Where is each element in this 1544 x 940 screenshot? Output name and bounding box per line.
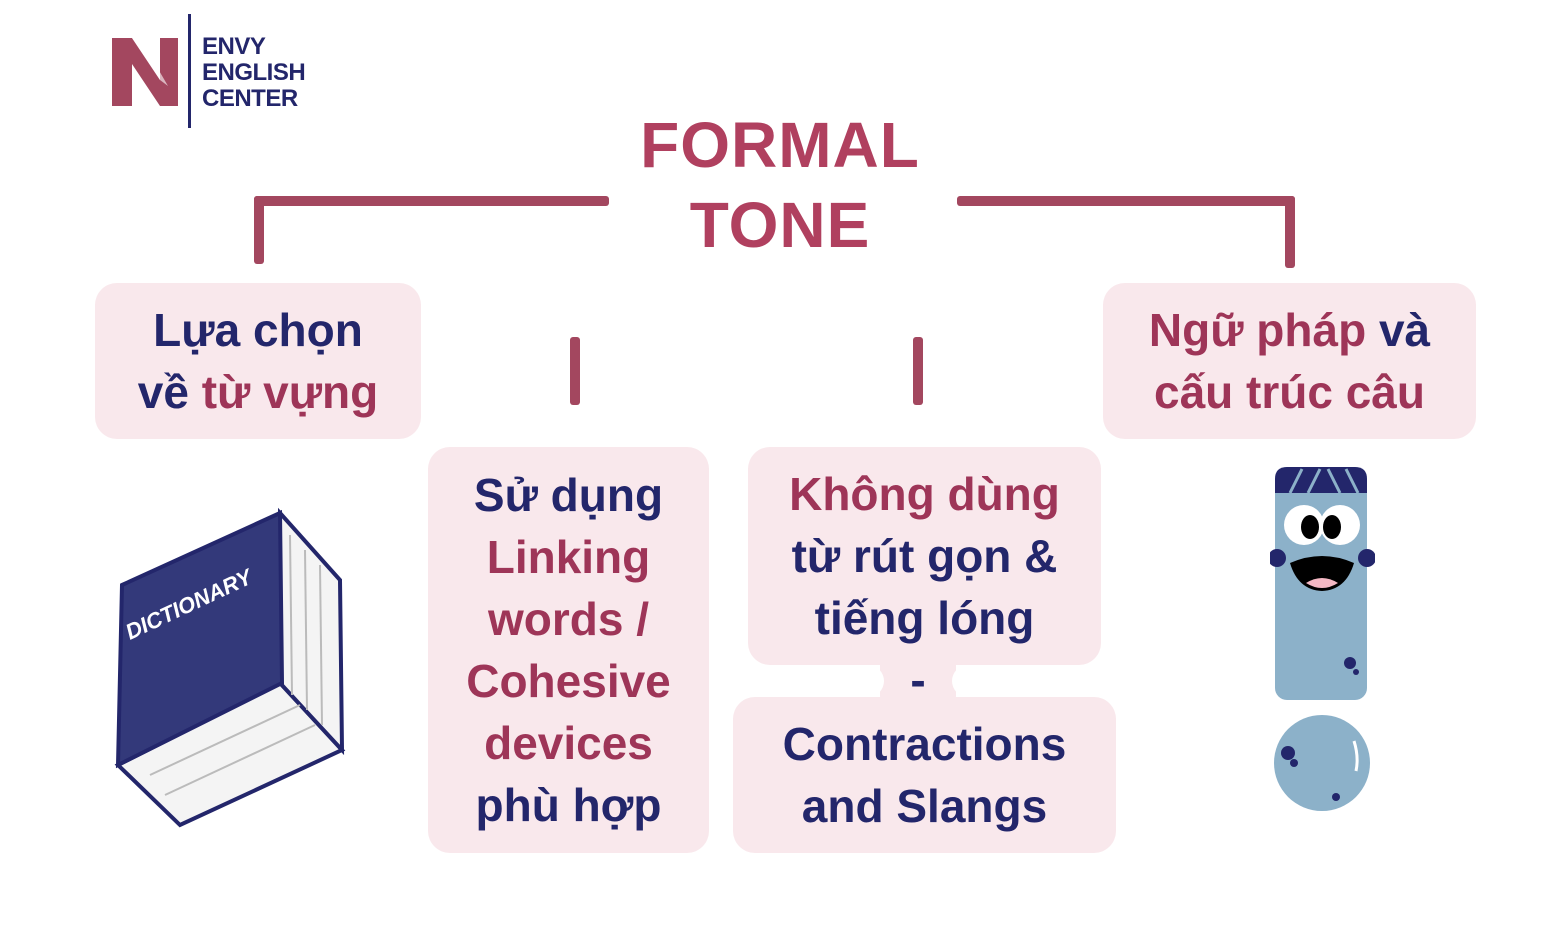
box-vocabulary: Lựa chọn về từ vựng — [95, 283, 421, 439]
separator-notch-right — [952, 665, 974, 697]
box-text: Contractions — [782, 718, 1067, 770]
box-text: Lựa chọn — [153, 304, 363, 356]
box-text: Cohesive — [466, 655, 671, 707]
box-text: về — [137, 366, 202, 418]
connector-right-vertical — [1285, 196, 1295, 268]
box-text: và — [1378, 304, 1431, 356]
separator-notch-left — [862, 665, 884, 697]
exclamation-monster-icon — [1270, 467, 1375, 811]
box-linking-words: Sử dụng Linking words / Cohesive devices… — [428, 447, 709, 853]
box-text: từ rút gọn & — [791, 530, 1058, 582]
connector-linking — [570, 337, 580, 405]
logo-divider — [188, 14, 191, 128]
logo-line: ENVY — [202, 33, 266, 60]
box-text: phù hợp — [475, 779, 662, 831]
box-contractions-slangs: Contractions and Slangs — [733, 697, 1116, 853]
box-text: words / — [487, 593, 650, 645]
box-no-contractions: Không dùng từ rút gọn & tiếng lóng — [748, 447, 1101, 665]
box-text: and Slangs — [801, 780, 1048, 832]
connector-right-horizontal — [957, 196, 1295, 206]
box-text: từ vựng — [201, 366, 379, 418]
title-line-2: TONE — [689, 189, 871, 261]
logo-text: ENVY ENGLISH CENTER — [202, 33, 306, 112]
box-text: cấu trúc câu — [1154, 366, 1425, 418]
title-line-1: FORMAL — [640, 109, 920, 181]
box-text: Ngữ pháp — [1148, 304, 1379, 356]
box-text: tiếng lóng — [814, 592, 1035, 644]
logo-n-mark — [112, 38, 178, 106]
box-text: Linking — [486, 531, 651, 583]
connector-left-horizontal — [254, 196, 609, 206]
box-text: devices — [484, 717, 653, 769]
box-text: Sử dụng — [473, 469, 664, 521]
connector-left-vertical — [254, 196, 264, 264]
box-text: Không dùng — [789, 468, 1060, 520]
connector-contractions — [913, 337, 923, 405]
box-grammar: Ngữ pháp và cấu trúc câu — [1103, 283, 1476, 439]
logo-line: ENGLISH — [202, 59, 306, 86]
logo-line: CENTER — [202, 85, 298, 112]
dictionary-book-icon: DICTIONARY — [114, 507, 346, 828]
